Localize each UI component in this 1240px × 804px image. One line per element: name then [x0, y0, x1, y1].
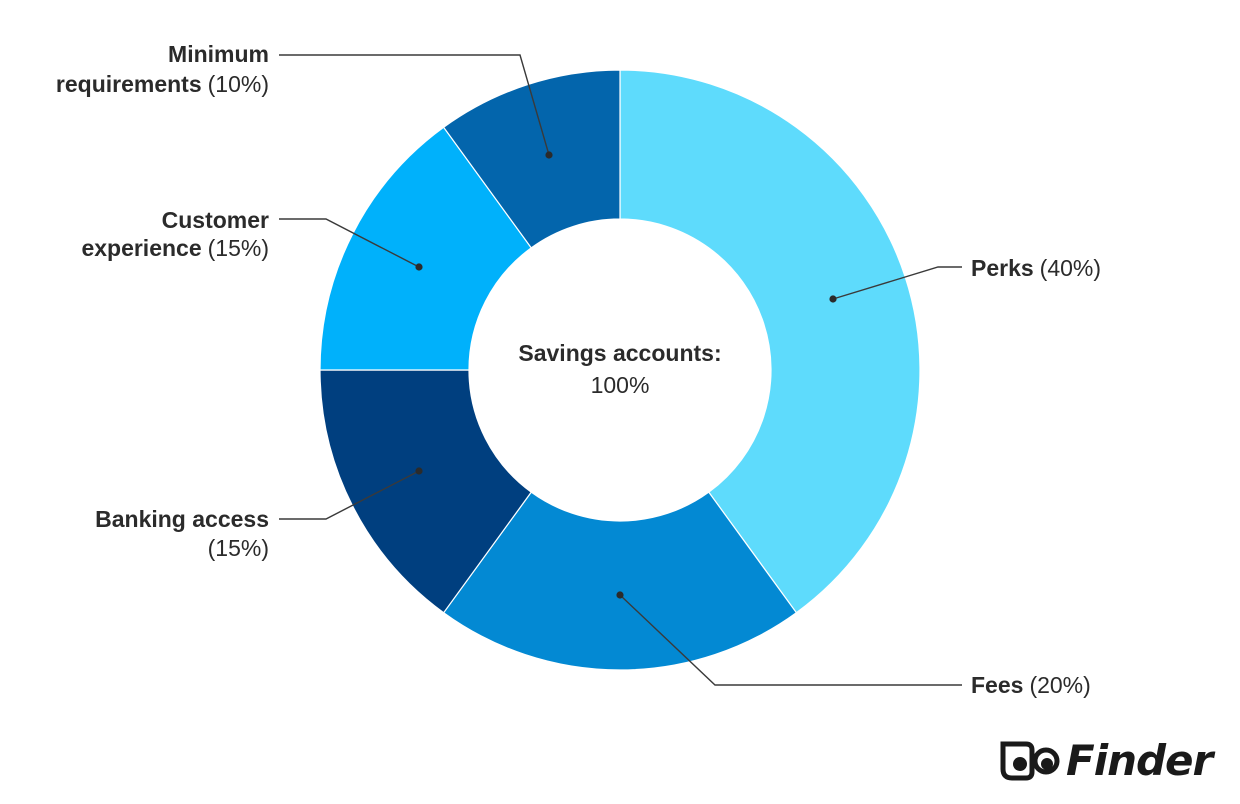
label-customer-experience-line2: experience (15%)	[81, 235, 269, 261]
label-minimum-requirements-pct: (10%)	[208, 71, 269, 97]
donut-slices	[319, 69, 921, 671]
label-banking-access-pct: (15%)	[208, 535, 269, 561]
leader-lines	[279, 54, 962, 686]
center-label: Savings accounts: 100%	[518, 340, 721, 398]
slice-perks	[619, 69, 921, 614]
label-customer-experience-line1: Customer	[162, 207, 269, 233]
leader-dot-perks	[829, 295, 837, 303]
label-banking-access-name: Banking access	[95, 506, 269, 532]
leader-dot-customer-experience	[415, 263, 423, 271]
label-fees: Fees(20%)	[971, 672, 1091, 698]
leader-dot-fees	[616, 591, 624, 599]
finder-eyes-logo-icon	[1000, 741, 1060, 781]
leader-line-fees	[619, 594, 962, 686]
label-customer-experience-pct: (15%)	[208, 235, 269, 261]
leader-line-perks	[832, 266, 962, 300]
leader-dot-banking-access	[415, 467, 423, 475]
label-minimum-requirements-line1: Minimum	[168, 41, 269, 67]
label-fees-name: Fees	[971, 672, 1023, 698]
finder-logo-text: Finder	[1066, 736, 1213, 785]
label-customer-experience-name: experience	[81, 235, 201, 261]
slice-customer-experience	[319, 126, 533, 371]
leader-line-customer-experience	[279, 218, 420, 268]
center-label-value: 100%	[591, 372, 650, 398]
label-perks-name: Perks	[971, 255, 1034, 281]
label-minimum-requirements-line2: requirements(10%)	[56, 71, 269, 97]
label-minimum-requirements-name: requirements	[56, 71, 202, 97]
center-label-title: Savings accounts:	[518, 340, 721, 366]
slice-fees	[442, 491, 798, 671]
leader-dot-minimum-requirements	[545, 151, 553, 159]
label-perks: Perks(40%)	[971, 255, 1101, 281]
label-perks-pct: (40%)	[1040, 255, 1101, 281]
slice-banking-access	[319, 369, 533, 614]
label-fees-pct: (20%)	[1029, 672, 1090, 698]
leader-line-minimum-requirements	[279, 54, 550, 156]
slice-minimum-requirements	[442, 69, 621, 249]
finder-logo: Finder	[998, 736, 1213, 786]
leader-line-banking-access	[279, 470, 420, 520]
